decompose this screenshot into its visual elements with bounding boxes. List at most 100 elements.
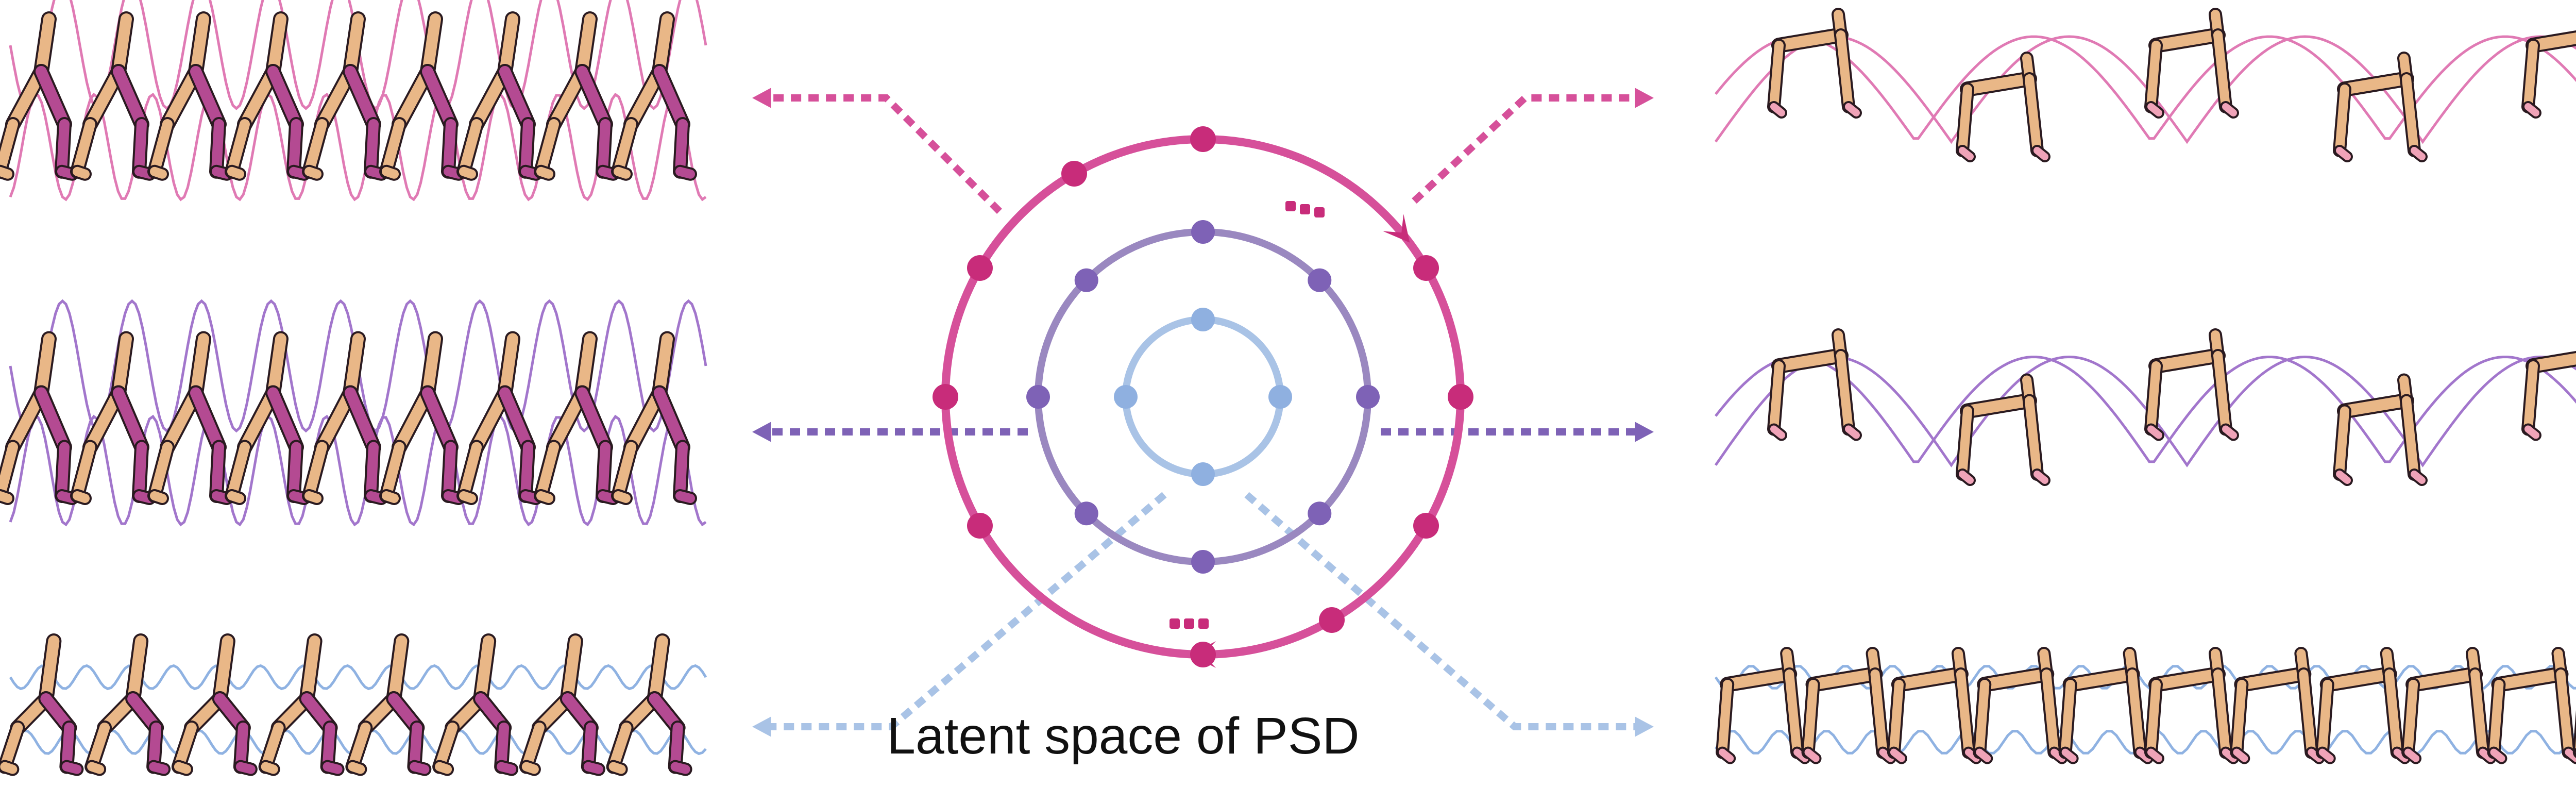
shin-segment bbox=[173, 723, 197, 772]
inner-ring-node bbox=[1114, 385, 1138, 409]
front-leg-segment bbox=[2299, 669, 2316, 757]
foot-segment bbox=[62, 762, 82, 774]
pose-figure bbox=[1887, 647, 1982, 764]
pose-figure bbox=[171, 633, 258, 776]
outer-ring-node bbox=[1448, 384, 1473, 410]
shin-segment bbox=[613, 119, 636, 177]
foot-segment bbox=[1879, 748, 1894, 762]
foot-segment bbox=[2411, 471, 2426, 484]
foot-segment bbox=[235, 762, 256, 774]
torso-segment bbox=[422, 333, 441, 399]
torso-segment bbox=[301, 635, 320, 705]
pose-figure bbox=[0, 633, 84, 776]
hind-leg-segment bbox=[2335, 406, 2349, 479]
pose-figure bbox=[1767, 8, 1862, 119]
motion-fast-quadruped bbox=[1714, 8, 2576, 162]
foot-segment bbox=[348, 762, 365, 774]
hind-leg-segment bbox=[1889, 680, 1904, 757]
foot-segment bbox=[497, 762, 517, 774]
front-leg-segment bbox=[2213, 30, 2230, 111]
middle-ring-node bbox=[1308, 268, 1332, 292]
front-leg-segment bbox=[2213, 351, 2230, 434]
hind-leg-segment bbox=[2523, 361, 2538, 434]
ellipsis-dot bbox=[1285, 201, 1296, 211]
front-leg-segment bbox=[2384, 669, 2402, 757]
pose-figure bbox=[611, 11, 697, 181]
pose-figure bbox=[258, 633, 345, 776]
torso-segment bbox=[1807, 668, 1881, 690]
foot-segment bbox=[1770, 103, 1785, 116]
torso-segment bbox=[649, 635, 668, 705]
ellipsis-dot bbox=[1198, 618, 1209, 629]
outer-ring-node bbox=[1319, 607, 1345, 633]
pose-figure bbox=[70, 11, 156, 181]
motion-slow-quadruped bbox=[1714, 647, 2576, 764]
pose-figure bbox=[1956, 52, 2050, 162]
torso-segment bbox=[1962, 395, 2035, 417]
shin-segment bbox=[0, 442, 18, 501]
foot-segment bbox=[536, 491, 553, 503]
thigh-segment bbox=[422, 66, 456, 130]
foot-segment bbox=[261, 762, 278, 774]
thigh-segment bbox=[316, 66, 356, 130]
torso-segment bbox=[1979, 668, 2053, 690]
torso-segment bbox=[2493, 668, 2567, 690]
torso-segment bbox=[499, 333, 518, 399]
hind-leg-segment bbox=[1958, 406, 1972, 479]
foot-segment bbox=[2136, 748, 2151, 762]
torso-segment bbox=[577, 13, 596, 77]
inner-ring-circle bbox=[1122, 316, 1284, 478]
torso-segment bbox=[214, 635, 233, 705]
torso-segment bbox=[2339, 73, 2412, 95]
foot-segment bbox=[675, 166, 695, 179]
foot-segment bbox=[227, 491, 244, 503]
hind-leg-segment bbox=[2489, 680, 2504, 757]
torso-segment bbox=[2321, 668, 2395, 690]
latent-space-rings bbox=[933, 126, 1473, 668]
foot-segment bbox=[382, 491, 399, 503]
shin-segment bbox=[134, 119, 147, 177]
pose-figure bbox=[302, 331, 388, 505]
front-leg-segment bbox=[2470, 669, 2488, 757]
trajectory-curve bbox=[1714, 355, 2576, 467]
front-leg-segment bbox=[1956, 669, 1973, 757]
hind-leg-segment bbox=[2317, 680, 2332, 757]
torso-segment bbox=[2064, 668, 2138, 690]
pose-figure bbox=[1956, 373, 2050, 486]
arrow-bottom-left bbox=[752, 716, 771, 737]
shin-segment bbox=[366, 442, 379, 501]
foot-segment bbox=[583, 762, 603, 774]
foot-segment bbox=[1959, 471, 1974, 484]
torso-segment bbox=[2339, 395, 2412, 417]
connector-bottom-right bbox=[1244, 492, 1636, 730]
pose-figure bbox=[147, 11, 233, 181]
shin-segment bbox=[675, 119, 688, 177]
shin-segment bbox=[598, 442, 611, 501]
middle-ring-node bbox=[1191, 550, 1215, 574]
connector-bottom-left bbox=[770, 492, 1167, 730]
torso-segment bbox=[190, 13, 209, 77]
foot-segment bbox=[304, 166, 321, 179]
pose-figure bbox=[534, 11, 620, 181]
foot-segment bbox=[2524, 425, 2539, 439]
shin-segment bbox=[598, 119, 611, 177]
front-leg-segment bbox=[2127, 669, 2145, 757]
shin-segment bbox=[289, 119, 301, 177]
trajectory-curve bbox=[1715, 356, 2576, 463]
inner-ring bbox=[1114, 308, 1292, 486]
pose-figure bbox=[147, 331, 233, 505]
foot-segment bbox=[1845, 425, 1860, 439]
thigh-segment bbox=[499, 66, 534, 130]
foot-segment bbox=[2336, 147, 2351, 160]
outer-ring-node bbox=[967, 255, 993, 281]
pose-figure bbox=[2333, 52, 2428, 162]
torso-segment bbox=[654, 13, 673, 77]
shin-segment bbox=[134, 442, 147, 501]
foot-segment bbox=[2147, 748, 2162, 762]
pose-figure bbox=[2058, 647, 2154, 764]
thigh-segment bbox=[113, 387, 147, 453]
pose-figure bbox=[2144, 647, 2239, 764]
foot-segment bbox=[174, 762, 191, 774]
shin-segment bbox=[57, 442, 70, 501]
pose-figure bbox=[2521, 30, 2576, 119]
